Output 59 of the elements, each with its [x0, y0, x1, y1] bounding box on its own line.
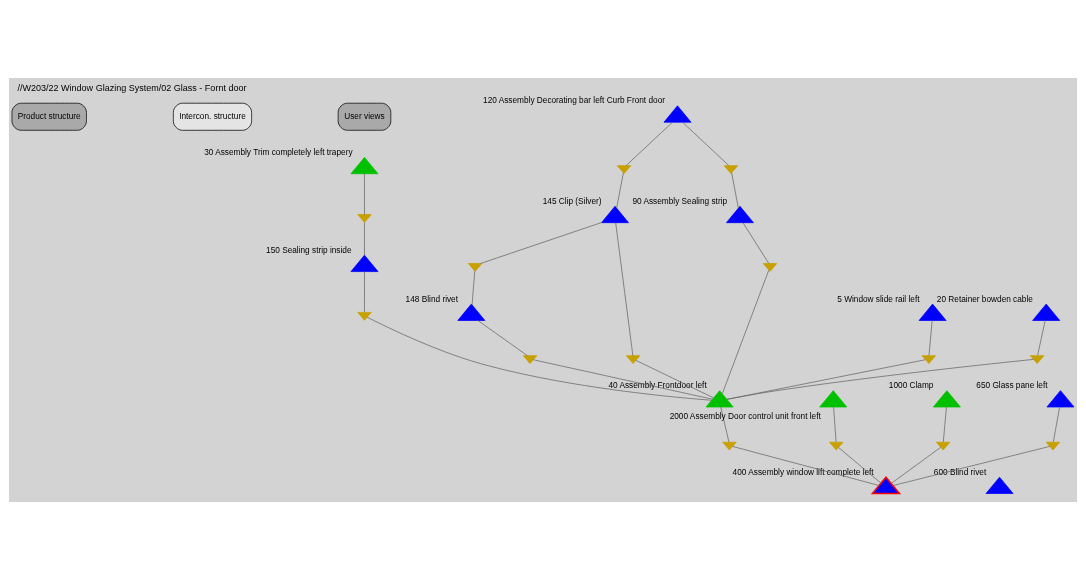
node-label: 650 Glass pane left	[976, 380, 1048, 390]
connector	[477, 319, 528, 356]
node-triangle	[616, 164, 632, 174]
connector	[1037, 319, 1046, 356]
connector	[928, 319, 933, 356]
connector	[731, 171, 739, 208]
node-triangle	[762, 262, 778, 272]
connector	[615, 222, 634, 356]
node-label: 145 Clip (Silver)	[542, 196, 602, 206]
label: Product structure	[17, 111, 81, 121]
node-triangle	[723, 164, 739, 174]
connector	[838, 446, 882, 483]
node-triangle	[522, 354, 538, 364]
node-triangle	[1045, 441, 1061, 450]
node-triangle	[722, 441, 737, 450]
node-triangle	[357, 213, 372, 223]
node-label: 90 Assembly Sealing strip	[632, 196, 728, 206]
connector	[891, 446, 942, 484]
connector	[480, 221, 602, 264]
connector	[616, 171, 624, 208]
node-label: 120 Assembly Decorating bar left Curb Front door	[483, 95, 666, 105]
node-label: 2000 Assembly Door control unit front left	[669, 411, 821, 421]
node-label: 20 Retainer bowden cable	[936, 294, 1033, 304]
connector	[833, 406, 837, 442]
connector	[366, 316, 712, 401]
node-triangle	[829, 441, 844, 450]
connector	[726, 358, 1034, 400]
connector	[722, 269, 770, 394]
node-triangle	[357, 311, 372, 321]
node-triangle	[921, 354, 936, 364]
diagram-title: //W203/22 Window Glazing System/02 Glass - Fornt door	[17, 82, 247, 93]
node-triangle	[625, 354, 641, 364]
label: Intercon. structure	[179, 111, 246, 121]
connector	[635, 359, 714, 398]
node-label: 150 Sealing strip inside	[266, 245, 352, 255]
label: User views	[344, 111, 385, 121]
connector	[892, 445, 1051, 486]
connector	[1052, 406, 1060, 442]
node-label: 148 Blind rivet	[405, 294, 459, 304]
node-triangle	[1030, 354, 1045, 364]
connector	[364, 270, 365, 313]
node-label: 40 Assembly Frontdoor left	[608, 380, 707, 390]
connector	[942, 406, 947, 442]
node-label: 600 Blind rivet	[933, 467, 987, 477]
connector	[720, 406, 730, 442]
connector	[732, 445, 880, 486]
connector	[682, 121, 730, 166]
connector	[742, 221, 770, 264]
connector	[532, 358, 713, 400]
node-label: 5 Window slide rail left	[837, 294, 920, 304]
node-triangle	[467, 262, 483, 272]
node-label: 30 Assembly Trim completely left trapery	[204, 147, 353, 157]
connector	[364, 172, 365, 215]
node-label: 1000 Clamp	[888, 380, 934, 390]
connector	[471, 270, 476, 305]
node-triangle	[935, 441, 951, 450]
node-label: 400 Assembly window lift complete left	[732, 467, 874, 477]
connector	[625, 121, 673, 166]
connector	[364, 221, 365, 255]
